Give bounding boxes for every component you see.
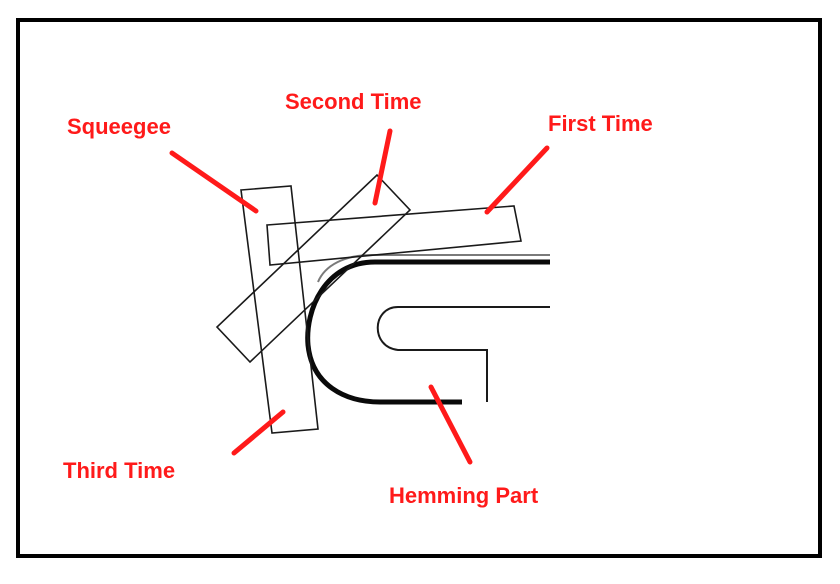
diagram-frame <box>16 18 822 558</box>
hemming-inner-hook <box>376 306 550 402</box>
third-time-arrow <box>231 409 286 456</box>
first-time-arrow <box>484 145 550 215</box>
second-time-arrow <box>372 128 393 206</box>
callout-arrows <box>169 128 550 465</box>
hemming-outer-sheet <box>305 259 550 405</box>
first-time-squeegee <box>266 205 522 266</box>
second-time-squeegee <box>215 173 412 364</box>
hemming-part-arrow <box>428 384 473 465</box>
first-time-label: First Time <box>548 111 653 136</box>
hemming-part-label: Hemming Part <box>389 483 539 508</box>
second-time-label: Second Time <box>285 89 422 114</box>
callout-labels: Squeegee Second Time First Time Third Ti… <box>63 89 653 508</box>
squeegee-arrow <box>169 150 259 214</box>
squeegee-outlines <box>215 173 522 434</box>
squeegee-label: Squeegee <box>67 114 171 139</box>
hemming-inner-top-line <box>317 254 550 283</box>
third-time-squeegee <box>240 185 319 434</box>
hemming-part-shape <box>305 254 550 405</box>
third-time-label: Third Time <box>63 458 175 483</box>
